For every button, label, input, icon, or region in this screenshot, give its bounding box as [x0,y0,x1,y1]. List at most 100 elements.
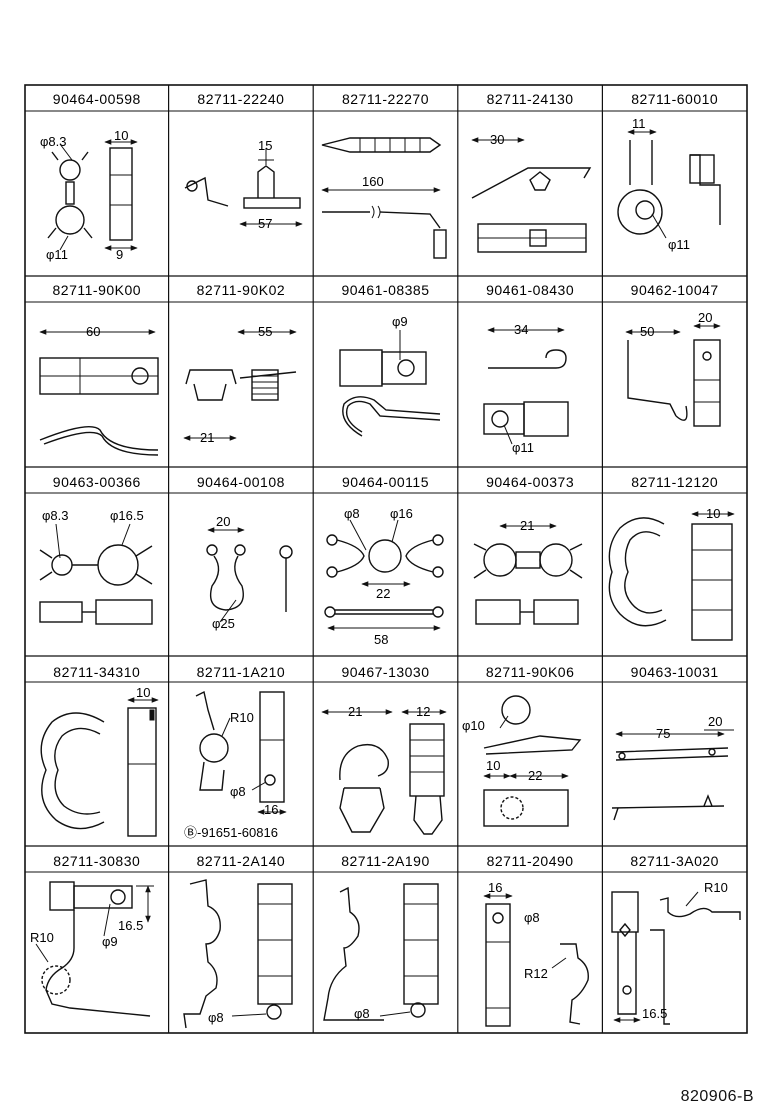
dim-label: φ9 [102,934,118,949]
part-number: 90461-08385 [341,282,429,298]
part-cell-82711-2A190: 82711-2A190 φ8 [323,853,439,1021]
drawing-id: 820906-B [680,1088,754,1105]
part-drawing [39,523,153,625]
part-cell-82711-90K00: 82711-90K00 60 [39,282,159,456]
dim-label: 58 [374,632,388,647]
part-cell-90464-00108: 90464-00108 20 φ25 [197,474,293,631]
part-number: 82711-22240 [197,91,284,107]
part-number: 90464-00108 [197,474,285,490]
part-number: 82711-90K06 [486,664,575,680]
dim-label: R10 [230,710,254,725]
part-cell-82711-3A020: 82711-3A020 R10 16.5 [611,853,741,1025]
part-cell-82711-60010: 82711-60010 11 φ11 [617,91,721,252]
part-number: 82711-22270 [342,91,429,107]
dim-label: 10 [114,128,128,143]
dim-label: Ⓑ-91651-60816 [184,825,278,840]
part-drawing [473,523,583,625]
dim-label: 21 [348,704,362,719]
dim-label: R10 [704,880,728,895]
dim-label: R12 [524,966,548,981]
part-cell-82711-90K02: 82711-90K02 55 21 [183,282,297,445]
part-cell-90462-10047: 90462-10047 50 20 [625,282,721,427]
dim-label: 16 [264,802,278,817]
dim-label: 55 [258,324,272,339]
part-cell-82711-22240: 82711-22240 15 57 [184,91,303,231]
dim-label: 10 [486,758,500,773]
dim-label: φ8 [344,506,360,521]
dim-label: 60 [86,324,100,339]
dim-label: 50 [640,324,654,339]
dim-label: 20 [708,714,722,729]
part-cell-90464-00598: 90464-00598 φ8.3 10 φ11 9 [40,91,140,262]
dim-label: φ10 [462,718,485,733]
part-drawing [617,129,721,239]
part-cell-82711-30830: 82711-30830 16.5 R10 φ9 [30,853,154,1017]
part-drawing [321,137,447,259]
part-number: 82711-3A020 [630,853,719,869]
part-drawing [324,519,444,631]
dim-label: 10 [136,685,150,700]
part-drawing [195,690,287,815]
dim-label: 160 [362,174,384,189]
dim-label: 30 [490,132,504,147]
part-drawing [321,709,447,835]
dim-label: 22 [528,768,542,783]
part-number: 90463-00366 [53,474,141,490]
part-number: 82711-90K00 [53,282,142,298]
part-drawing [323,883,439,1021]
part-number: 82711-20490 [487,853,574,869]
part-drawing [483,327,569,445]
part-cell-90464-00373: 90464-00373 21 [473,474,583,625]
part-number: 90461-08430 [486,282,574,298]
dim-label: 10 [706,506,720,521]
part-number: 90462-10047 [631,282,719,298]
dim-label: φ8.3 [42,508,69,523]
part-drawing [40,697,159,837]
dim-label: 9 [116,247,123,262]
dim-label: 16 [488,880,502,895]
dim-label: 16.5 [118,918,143,933]
part-drawing [183,329,297,441]
dim-label: 20 [216,514,230,529]
part-drawing [625,323,721,427]
part-drawing [483,695,582,827]
dim-label: φ11 [46,247,68,262]
part-number: 82711-1A210 [197,664,286,680]
dim-label: 75 [656,726,670,741]
dim-label: 20 [698,310,712,325]
part-drawing [483,893,589,1027]
dim-label: φ8 [354,1006,370,1021]
part-number: 82711-90K02 [197,282,286,298]
part-drawing [611,729,734,821]
part-number: 90463-10031 [631,664,719,680]
part-number: 90464-00373 [486,474,574,490]
part-drawing [183,879,293,1029]
part-cell-82711-22270: 82711-22270 160 [321,91,447,259]
part-drawing [184,148,303,227]
part-number: 82711-60010 [631,91,718,107]
part-number: 82711-30830 [53,853,140,869]
part-number: 90464-00115 [342,474,429,490]
part-drawing [608,511,735,641]
dim-label: R10 [30,930,54,945]
part-drawing [471,137,592,253]
dim-label: 22 [376,586,390,601]
part-drawing [47,139,138,251]
part-cell-82711-34310: 82711-34310 10 [40,664,159,837]
part-number: 82711-2A140 [197,853,286,869]
part-cell-90464-00115: 90464-00115 φ8 φ16 22 58 [324,474,444,647]
dim-label: 11 [632,116,646,131]
part-drawing [206,527,293,623]
dim-label: φ8 [230,784,246,799]
part-cell-90463-10031: 90463-10031 75 20 [611,664,734,821]
part-drawing [339,330,441,437]
dim-label: φ16 [390,506,413,521]
dim-label: φ16.5 [110,508,144,523]
dim-label: 15 [258,138,272,153]
part-cell-82711-20490: 82711-20490 16 φ8 R12 [483,853,589,1027]
part-number: 82711-34310 [53,664,140,680]
part-number: 90467-13030 [341,664,429,680]
dim-label: φ11 [512,440,534,455]
dim-label: φ25 [212,616,235,631]
part-drawing [39,329,159,456]
